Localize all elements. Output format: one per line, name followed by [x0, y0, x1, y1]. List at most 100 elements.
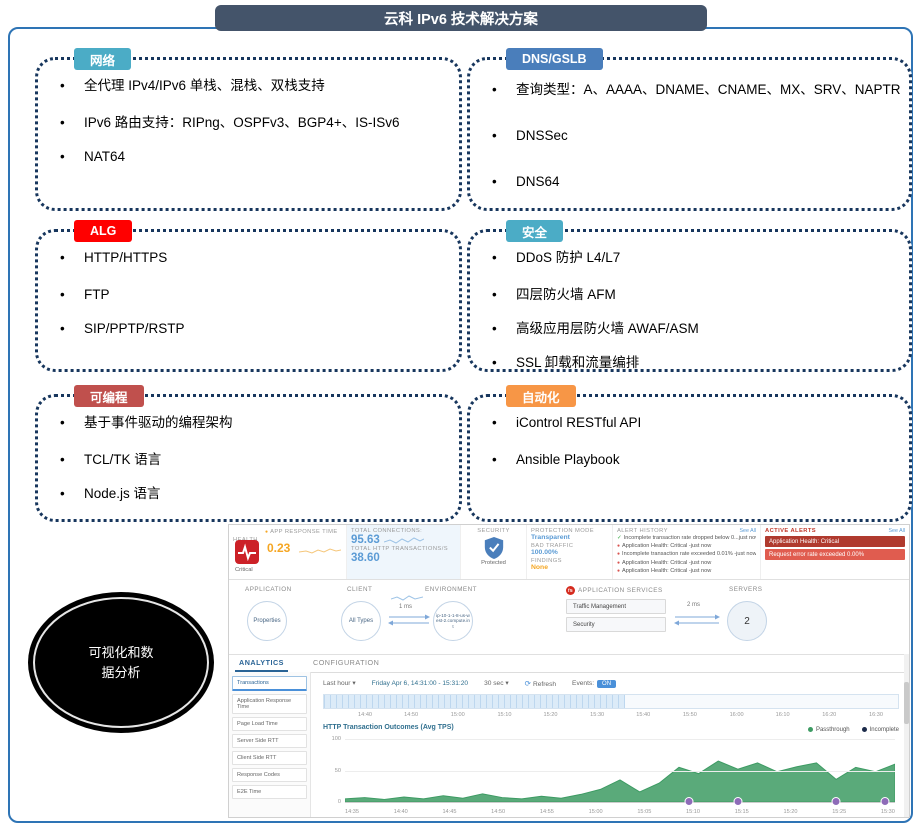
bullet-item: TCL/TK 语言 — [38, 450, 451, 471]
tab-analytics[interactable]: ANALYTICS — [235, 654, 288, 672]
timeline-tick: 16:20 — [822, 712, 837, 718]
chart-xtick: 14:55 — [539, 809, 554, 815]
security-status: Protected — [481, 560, 506, 566]
sidebar-item-application-response-time[interactable]: Application Response Time — [232, 694, 307, 714]
service-item[interactable]: Security — [566, 617, 666, 632]
chart-xtick: 15:25 — [832, 809, 847, 815]
slide-title: 云科 IPv6 技术解决方案 — [384, 11, 538, 28]
bullet-item: IPv6 路由支持：RIPng、OSPFv3、BGP4+、IS-ISv6 — [38, 113, 451, 134]
sidebar-item-transactions[interactable]: Transactions — [232, 676, 307, 691]
feature-box-programmable-tab: 可编程 — [74, 385, 144, 407]
tab-configuration[interactable]: CONFIGURATION — [313, 657, 380, 667]
feature-box-alg-tab: ALG — [74, 220, 133, 242]
gridline-100 — [345, 739, 895, 740]
environment-node[interactable]: ip-10-1-1-8-us-west-2.compute.int — [433, 601, 473, 641]
feature-box-alg: ALG HTTP/HTTPSFTPSIP/PPTP/RSTP — [35, 220, 462, 372]
event-marker[interactable] — [684, 797, 694, 806]
response-sparkline — [299, 543, 341, 557]
bullet-item: DNSSec — [470, 122, 901, 149]
sidebar-item-response-codes[interactable]: Response Codes — [232, 768, 307, 782]
feature-box-network-tab: 网络 — [74, 48, 132, 70]
timeline-tick: 14:50 — [404, 712, 419, 718]
alert-history-item: ●Application Health: Critical -just now — [617, 559, 712, 566]
date-range-text: Friday Apr 6, 14:31:00 - 15:31:20 — [371, 679, 469, 687]
service-item[interactable]: Traffic Management — [566, 599, 666, 614]
bullet-item: SSL 卸载和流量编排 — [470, 353, 901, 374]
chart-xtick: 15:00 — [588, 809, 603, 815]
active-alert-item[interactable]: Request error rate exceeded 0.00% — [765, 549, 905, 560]
bullet-item: SIP/PPTP/RSTP — [38, 319, 451, 340]
timeline-selection[interactable] — [324, 695, 625, 708]
alert-history-item: ✓Incomplete transaction rate dropped bel… — [617, 535, 756, 541]
bad-traffic-value: 100.00% — [531, 549, 558, 556]
health-section: HEALTH ● APP RESPONSE TIME Critical 0.23 — [229, 525, 347, 579]
event-marker[interactable] — [831, 797, 841, 806]
chart-xtick: 14:35 — [345, 809, 359, 815]
client-latency: 1 ms — [399, 604, 413, 610]
alert-dot-icon: ● — [617, 559, 621, 566]
feature-box-dns-gslb: DNS/GSLB 查询类型：A、AAAA、DNAME、CNAME、MX、SRV、… — [467, 48, 912, 211]
sidebar-item-page-load-time[interactable]: Page Load Time — [232, 717, 307, 731]
health-status: Critical — [235, 567, 253, 573]
events-toggle[interactable]: Events:ON — [572, 679, 617, 688]
bullet-item: 四层防火墙 AFM — [470, 285, 901, 306]
status-dot-icon: ● — [265, 529, 269, 535]
total-connections-value: 95.63 — [351, 534, 380, 546]
sidebar-item-client-side-rtt[interactable]: Client Side RTT — [232, 751, 307, 765]
alert-dot-icon: ● — [617, 567, 621, 574]
interval-dropdown[interactable]: 30 sec ▾ — [484, 680, 509, 687]
alert-dot-icon: ● — [617, 543, 621, 550]
sidebar-item-server-side-rtt[interactable]: Server Side RTT — [232, 734, 307, 748]
client-node[interactable]: All Types — [341, 601, 381, 641]
legend-dot-icon — [807, 727, 813, 733]
feature-box-network-bullets: 全代理 IPv4/IPv6 单栈、混栈、双栈支持 IPv6 路由支持：RIPng、… — [38, 76, 451, 168]
analytics-tab-bar: ANALYTICS CONFIGURATION — [229, 654, 909, 673]
chart-title: HTTP Transaction Outcomes (Avg TPS) — [323, 724, 454, 731]
chart-xtick: 15:30 — [880, 809, 895, 815]
total-http-value: 38.60 — [351, 552, 380, 564]
alert-history-item: ●Application Health: Critical -just now — [617, 567, 712, 574]
sidebar-item-e2e-time[interactable]: E2E Time — [232, 785, 307, 799]
legend-dot-icon — [861, 727, 867, 733]
bullet-item: DNS64 — [470, 168, 901, 195]
timeline-tick: 16:30 — [868, 712, 883, 718]
alert-history-see-all-link[interactable]: See All — [739, 528, 757, 534]
timeline-scrubber[interactable] — [323, 694, 899, 709]
event-marker[interactable] — [733, 797, 743, 806]
refresh-button[interactable]: ⟳Refresh — [524, 678, 557, 688]
bullet-item: NAT64 — [38, 147, 451, 168]
servers-node[interactable]: 2 — [727, 601, 767, 641]
event-marker[interactable] — [880, 797, 890, 806]
feature-box-security: 安全 DDoS 防护 L4/L7四层防火墙 AFM高级应用层防火墙 AWAF/A… — [467, 220, 912, 374]
client-label: CLIENT — [347, 586, 373, 593]
timeline-tick: 16:10 — [775, 712, 790, 718]
timeline-tick: 14:40 — [358, 712, 373, 718]
application-node[interactable]: Properties — [247, 601, 287, 641]
findings-label: FINDINGS — [531, 558, 562, 564]
feature-box-security-tab: 安全 — [506, 220, 564, 242]
f5-icon: f5 — [566, 586, 575, 595]
gridline-50 — [345, 770, 895, 772]
active-alert-item[interactable]: Application Health: Critical — [765, 536, 905, 547]
feature-box-automation-tab: 自动化 — [506, 385, 576, 407]
slide-title-banner: 云科 IPv6 技术解决方案 — [215, 5, 707, 31]
chart-xtick: 15:15 — [734, 809, 749, 815]
scrollbar[interactable] — [904, 654, 909, 817]
services-servers-arrows-icon — [673, 613, 721, 627]
scrollbar-thumb[interactable] — [904, 682, 909, 724]
ytick-50: 50 — [334, 767, 341, 774]
feature-box-network: 网络 全代理 IPv4/IPv6 单栈、混栈、双栈支持 IPv6 路由支持：RIP… — [35, 48, 462, 211]
bullet-item: Ansible Playbook — [470, 450, 901, 471]
active-alerts-section: ACTIVE ALERTS See All Application Health… — [761, 525, 909, 579]
app-response-time-value: 0.23 — [267, 541, 291, 555]
chart-xtick: 14:45 — [442, 809, 457, 815]
active-alerts-see-all-link[interactable]: See All — [888, 528, 906, 534]
application-label: APPLICATION — [245, 586, 292, 593]
alert-history-list: ✓Incomplete transaction rate dropped bel… — [617, 534, 756, 575]
active-alerts-label: ACTIVE ALERTS — [765, 528, 817, 534]
range-dropdown[interactable]: Last hour ▾ — [323, 680, 356, 687]
feature-box-alg-bullets: HTTP/HTTPSFTPSIP/PPTP/RSTP — [38, 248, 451, 340]
bullet-item: 全代理 IPv4/IPv6 单栈、混栈、双栈支持 — [38, 76, 451, 97]
connections-section: TOTAL CONNECTIONS: 95.63 TOTAL HTTP TRAN… — [347, 525, 461, 579]
